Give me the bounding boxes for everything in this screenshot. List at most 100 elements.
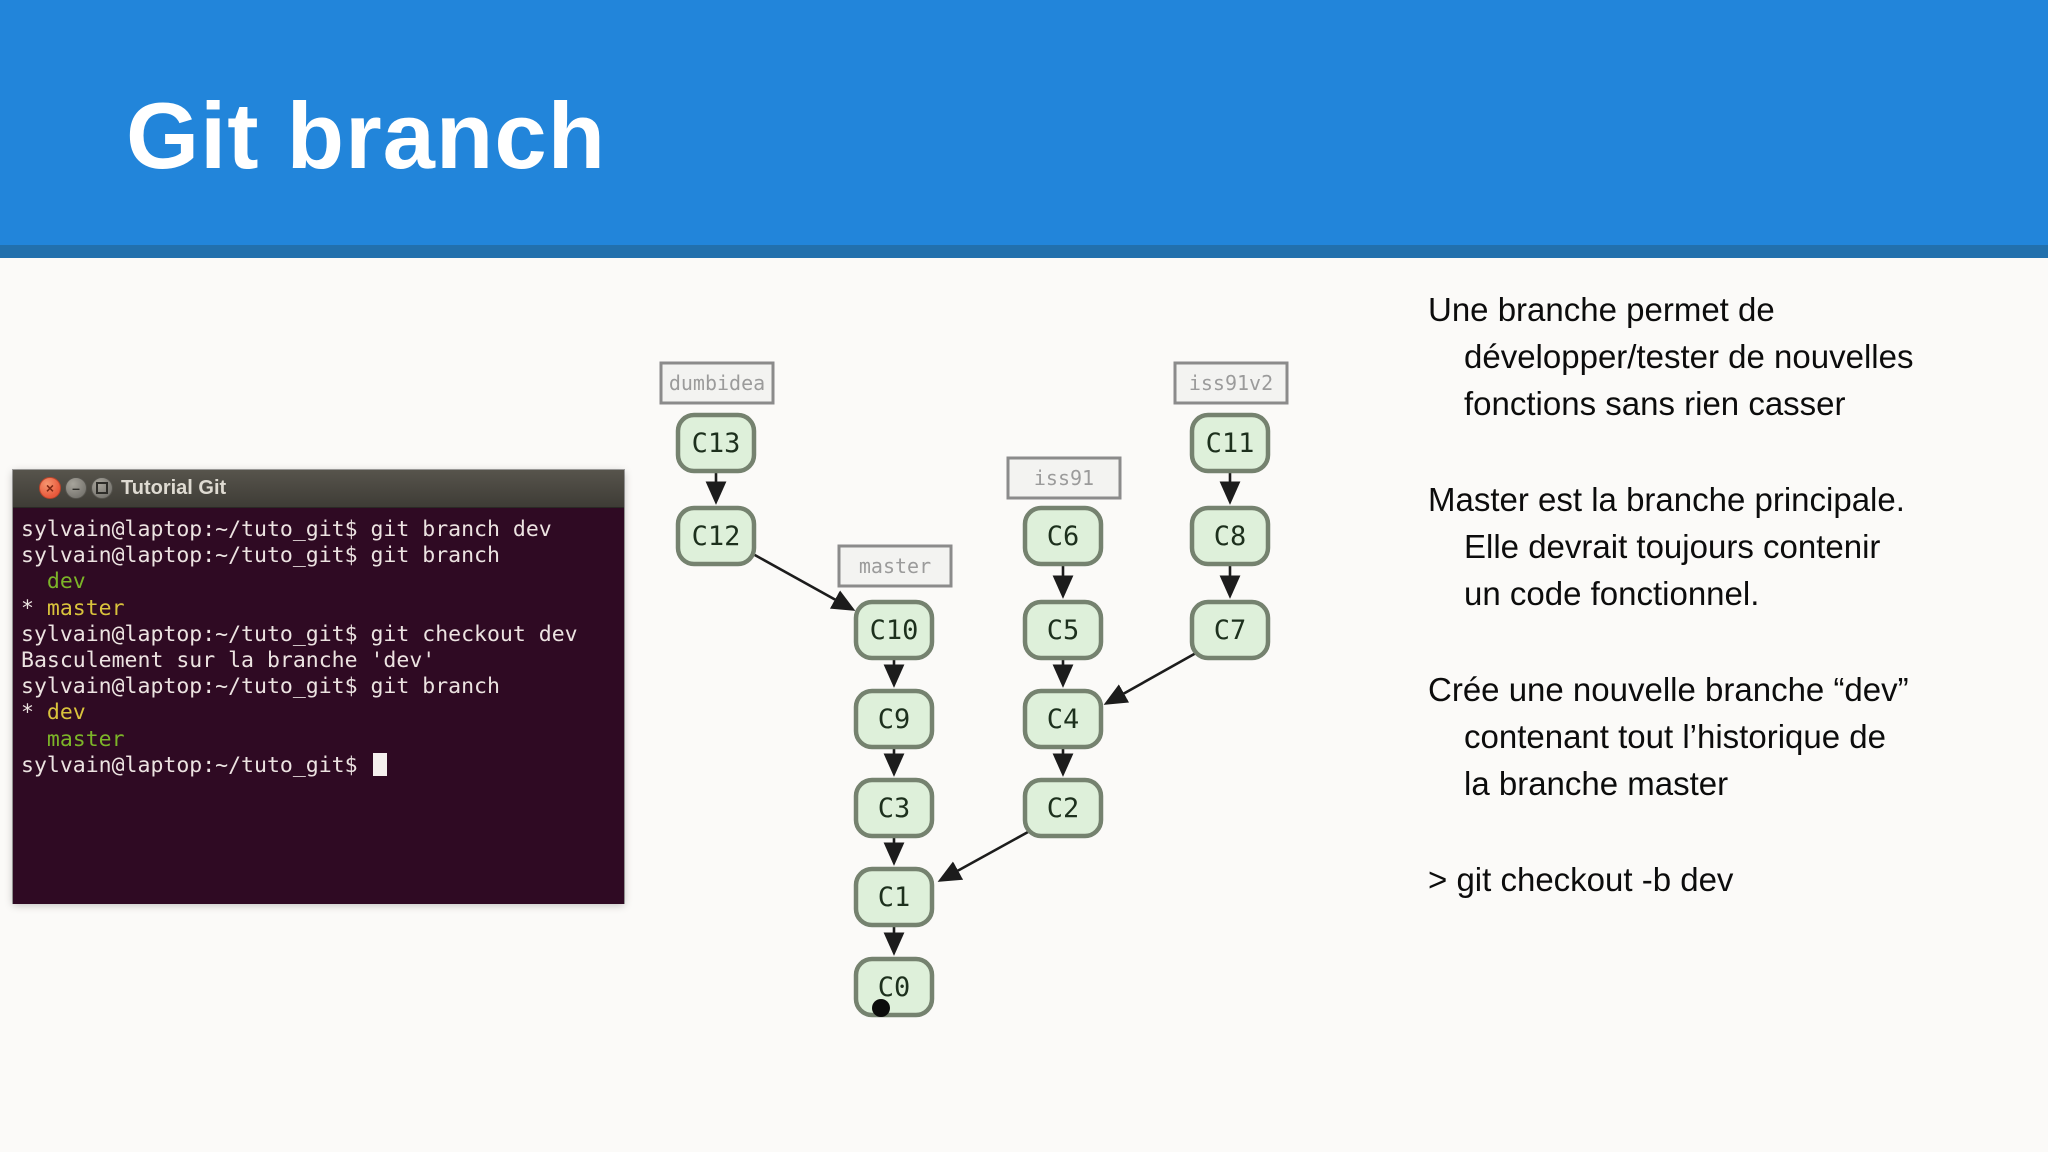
note-paragraph: Crée une nouvelle branche “dev” contenant… [1428,666,2048,807]
branch-label-box [1173,361,1289,405]
commit-node-box [1022,777,1104,839]
terminal-line: sylvain@laptop:~/tuto_git$ git branch de… [21,517,624,543]
commit-node-box [853,599,935,661]
terminal-text-segment: dev [21,569,86,595]
commit-node-text: C4 [1047,704,1080,735]
commit-node-box [1189,505,1271,567]
note-paragraph: > git checkout -b dev [1428,856,2048,903]
terminal-line: master [21,727,624,753]
terminal-text-segment: sylvain@laptop:~/tuto_git$ git branch [21,543,500,569]
commit-node-box [853,688,935,750]
branch-label-box [837,544,953,588]
note-line: la branche master [1464,765,1729,802]
terminal-line: * master [21,596,624,622]
terminal-text-segment: sylvain@laptop:~/tuto_git$ git branch [21,674,500,700]
note-paragraph: Une branche permet de développer/tester d… [1428,286,2048,427]
terminal-text-segment: sylvain@laptop:~/tuto_git$ git branch de… [21,517,552,542]
commit-node-box [1189,412,1271,474]
commit-node-C8: C8 [1189,505,1271,567]
branch-label-master: master [837,544,953,588]
commit-node-box [1189,599,1271,661]
note-line: Elle devrait toujours contenir [1464,528,1881,565]
terminal-line: sylvain@laptop:~/tuto_git$ git branch [21,674,624,700]
commit-node-box [853,866,935,928]
terminal-line: dev [21,569,624,595]
branch-label-iss91v2: iss91v2 [1173,361,1289,405]
branch-label-iss91: iss91 [1006,456,1122,500]
header-accent-stripe [0,245,2048,258]
notes-panel: Une branche permet de développer/tester d… [1428,286,2048,952]
commit-edge-C7-C4 [1103,651,1197,705]
note-line: > git checkout -b dev [1428,861,1734,898]
commit-node-C3: C3 [853,777,935,839]
terminal-body[interactable]: sylvain@laptop:~/tuto_git$ git branch de… [13,508,624,904]
terminal-text-segment: master [21,726,125,752]
head-dot [872,999,890,1017]
note-line: développer/tester de nouvelles [1464,338,1914,375]
branch-label-box [659,361,775,405]
commit-node-box [1022,505,1104,567]
commit-node-C6: C6 [1022,505,1104,567]
branch-label-text: dumbidea [669,371,765,395]
note-line: Crée une nouvelle branche “dev” [1428,671,1909,708]
commit-node-box [1022,599,1104,661]
commit-node-text: C10 [870,615,919,646]
commit-node-C7: C7 [1189,599,1271,661]
commit-node-C12: C12 [675,505,757,567]
commit-node-box [853,777,935,839]
commit-node-C4: C4 [1022,688,1104,750]
commit-node-text: C12 [692,521,741,552]
commit-node-text: C2 [1047,793,1080,824]
commit-node-text: C11 [1206,428,1255,459]
commit-node-C5: C5 [1022,599,1104,661]
branch-label-text: iss91 [1034,466,1094,490]
commit-node-text: C9 [878,704,911,735]
note-line: contenant tout l’historique de [1464,718,1886,755]
terminal-cursor [372,752,387,776]
commit-node-text: C8 [1214,521,1247,552]
commit-node-C10: C10 [853,599,935,661]
commit-node-text: C1 [878,882,911,913]
terminal-title: Tutorial Git [121,477,227,499]
slide-header: Git branch [0,0,2048,245]
terminal-line: sylvain@laptop:~/tuto_git$ git branch [21,543,624,569]
commit-node-text: C13 [692,428,741,459]
commit-node-C9: C9 [853,688,935,750]
close-button[interactable]: × [39,477,61,499]
terminal-line: Basculement sur la branche 'dev' [21,648,624,674]
commit-node-C13: C13 [675,412,757,474]
commit-node-text: C5 [1047,615,1080,646]
minimize-button[interactable]: – [65,477,87,499]
commit-node-C0: C0 [853,956,935,1018]
maximize-icon [96,482,108,494]
terminal-text-segment: master [46,595,125,621]
commit-node-box [853,956,935,1018]
terminal-window: × – Tutorial Git sylvain@laptop:~/tuto_g… [13,470,624,904]
terminal-text-segment: Basculement sur la branche 'dev' [21,647,436,673]
commit-edge-C12-C10 [752,552,856,611]
commit-node-text: C7 [1214,615,1247,646]
commit-node-box [675,412,757,474]
terminal-text-segment: * [21,700,47,726]
note-line: fonctions sans rien casser [1464,385,1846,422]
commit-node-C1: C1 [853,866,935,928]
terminal-titlebar: × – Tutorial Git [13,470,624,508]
commit-node-text: C0 [878,972,911,1003]
branch-label-text: master [859,554,931,578]
terminal-line: sylvain@laptop:~/tuto_git$ git checkout … [21,622,624,648]
note-paragraph: Master est la branche principale.Elle de… [1428,476,2048,617]
branch-label-text: iss91v2 [1189,371,1273,395]
branch-label-dumbidea: dumbidea [659,361,775,405]
commit-node-box [675,505,757,567]
maximize-button[interactable] [91,477,113,499]
note-line: un code fonctionnel. [1464,575,1760,612]
commit-node-box [1022,688,1104,750]
note-line: Une branche permet de [1428,291,1775,328]
branch-label-box [1006,456,1122,500]
terminal-text-segment: sylvain@laptop:~/tuto_git$ git checkout … [21,621,578,647]
terminal-line: * dev [21,700,624,726]
terminal-text-segment: sylvain@laptop:~/tuto_git$ [21,752,371,778]
terminal-text-segment: * [21,595,47,621]
commit-node-C2: C2 [1022,777,1104,839]
